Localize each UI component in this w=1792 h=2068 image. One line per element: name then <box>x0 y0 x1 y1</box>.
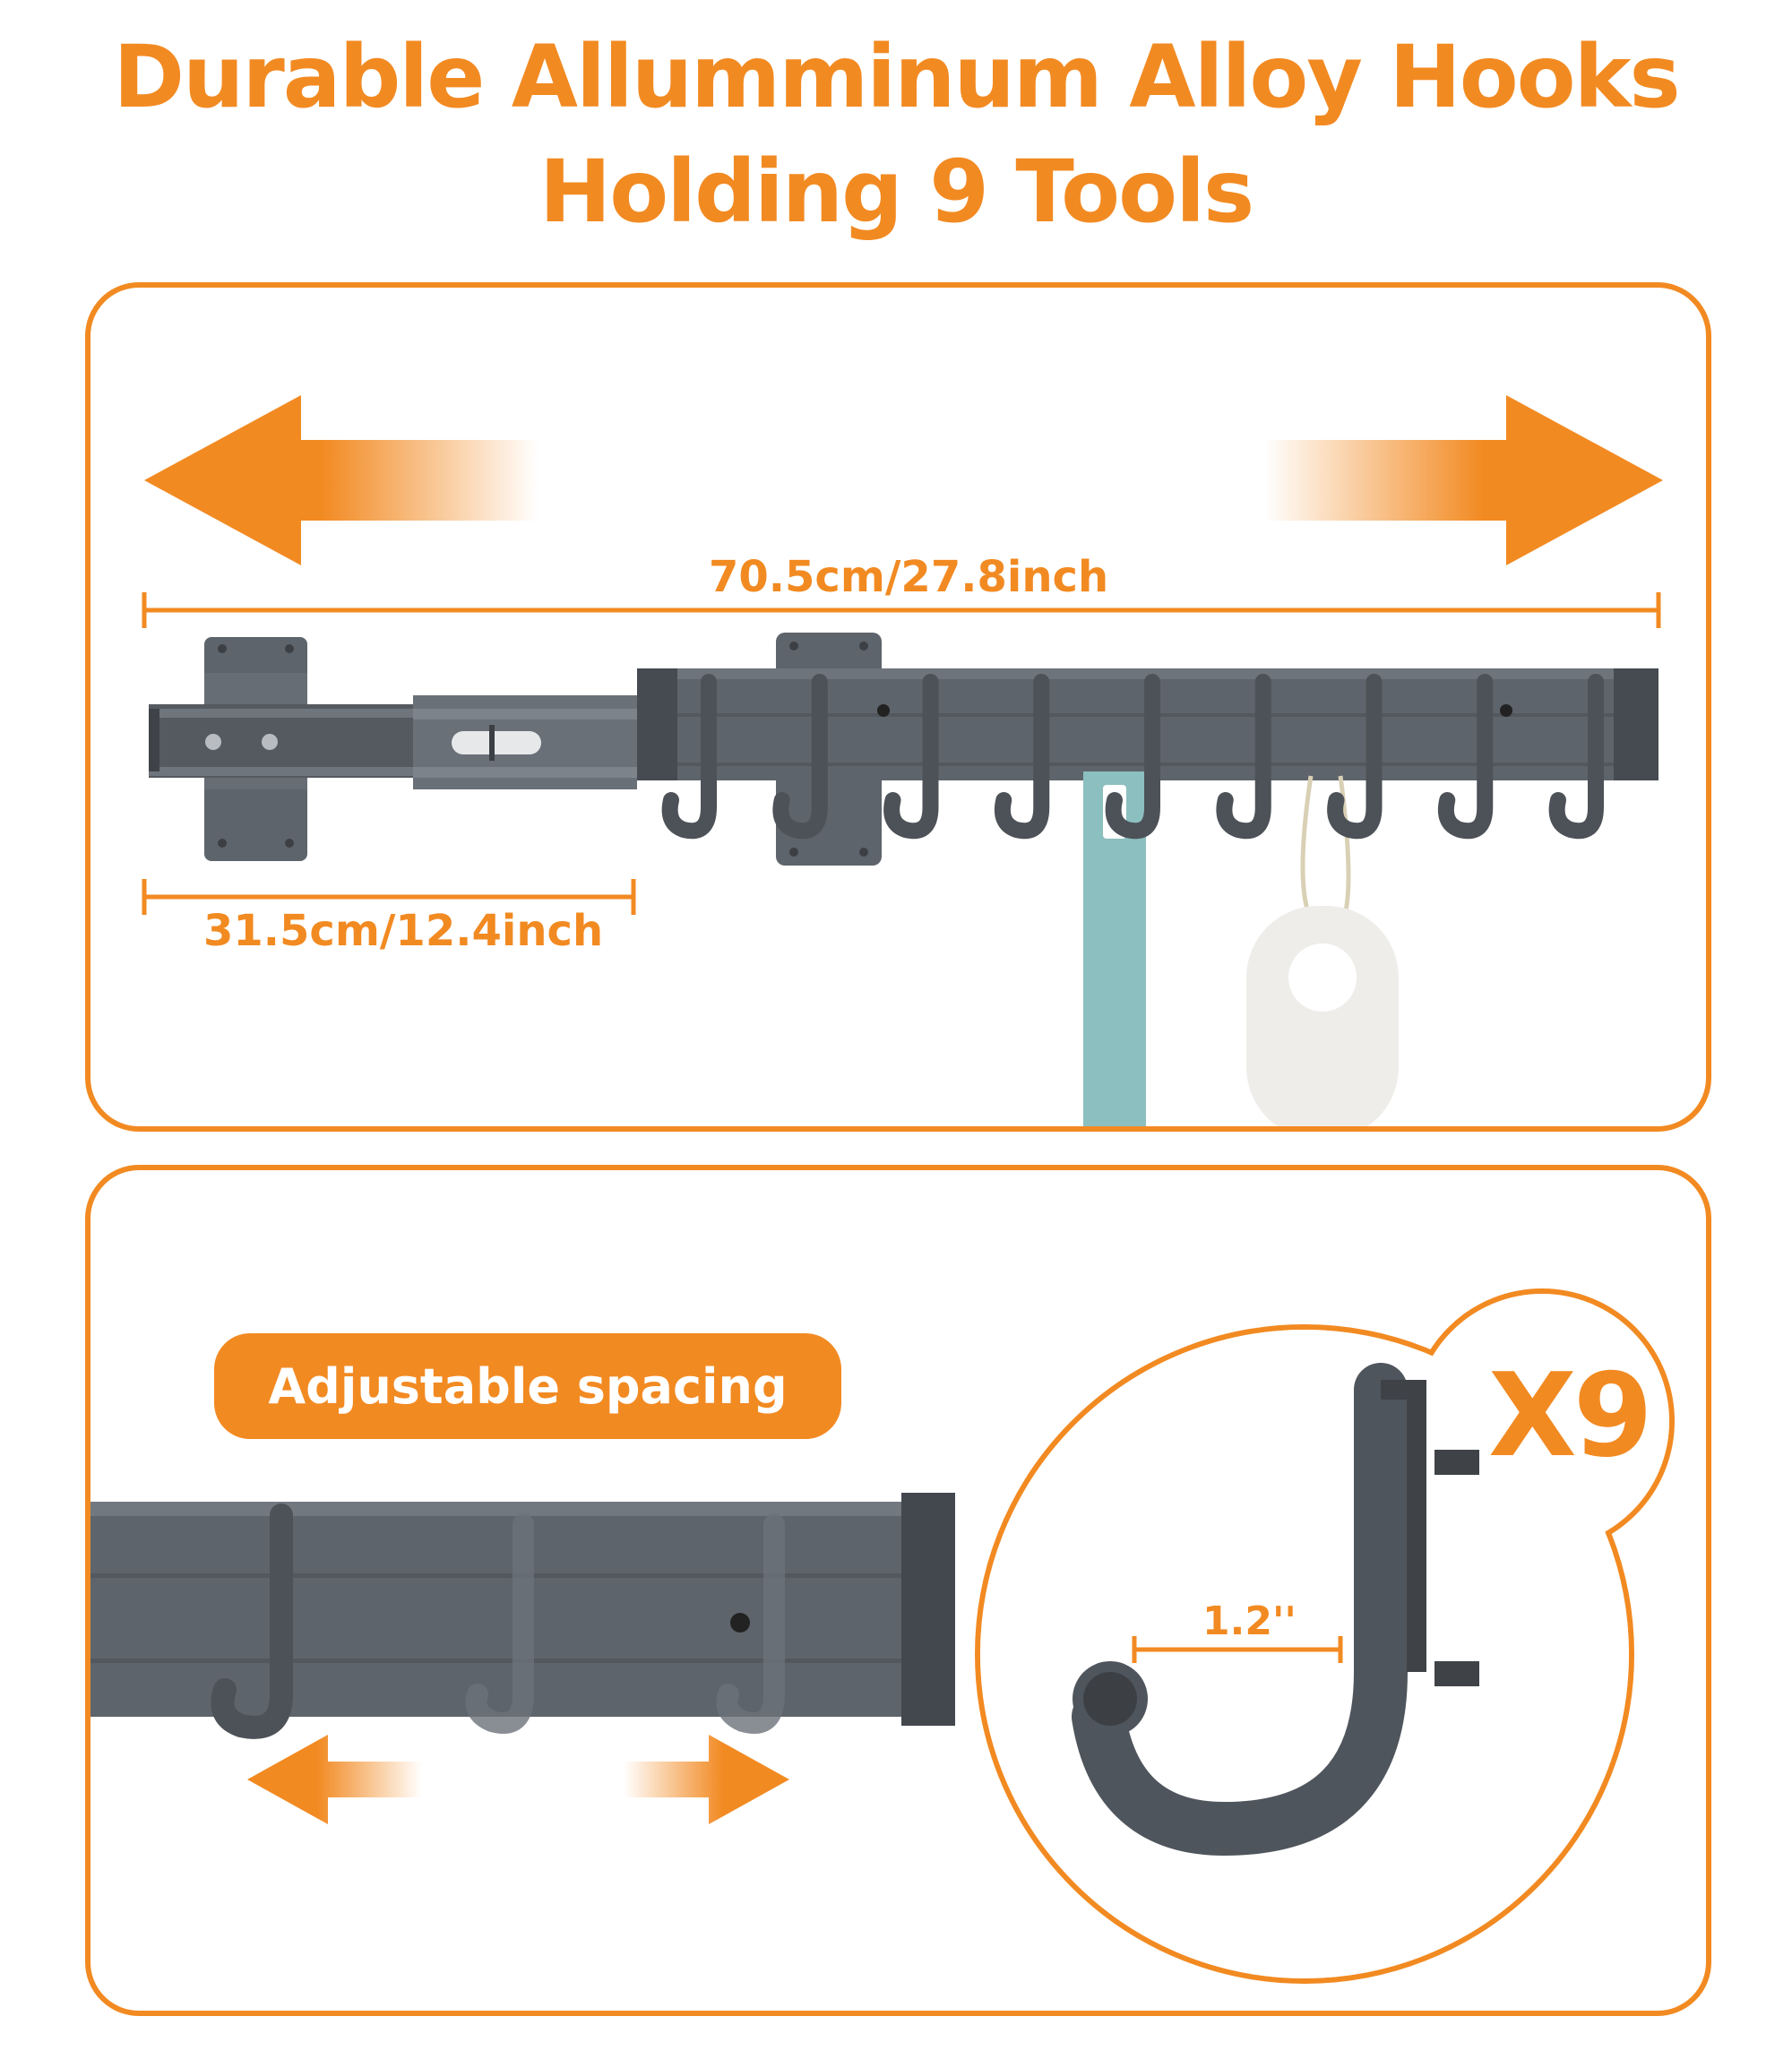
total-length-label: 70.5cm/27.8inch <box>709 552 1109 602</box>
rail-hook <box>661 674 717 840</box>
hook-width-dimension-line <box>1132 1636 1343 1663</box>
hook-width-label: 1.2'' <box>1202 1598 1297 1644</box>
detail-panel: Adjustable spacing X9 1.2'' <box>85 1165 1711 2016</box>
total-length-dimension-line <box>142 592 1661 628</box>
rail-hook <box>994 674 1050 840</box>
left-arrow-icon <box>247 1735 422 1824</box>
adjustable-spacing-pill: Adjustable spacing <box>214 1333 841 1439</box>
rail-hook <box>1437 674 1494 840</box>
rail-hook <box>772 674 828 840</box>
page-title-line-2: Holding 9 Tools <box>538 142 1254 242</box>
rail-hook <box>1105 674 1160 840</box>
page-title-line-1: Durable Allumminum Alloy Hooks <box>113 27 1680 127</box>
collapsed-length-label: 31.5cm/12.4inch <box>203 906 604 956</box>
detail-illustration <box>90 1288 1675 1984</box>
extension-panel: 70.5cm/27.8inch 31.5cm/12.4inch <box>85 282 1711 1132</box>
extension-illustration <box>142 395 1663 1126</box>
rail-hook <box>883 674 939 840</box>
right-arrow-icon <box>624 1735 789 1824</box>
rail-section-hooks <box>211 1504 785 1739</box>
hook-icon <box>1072 1363 1479 1857</box>
rail-hooks <box>661 674 1604 840</box>
rail-hook <box>1548 674 1604 840</box>
collapsed-length-dimension-line <box>142 879 636 915</box>
left-arrow-icon <box>144 395 538 565</box>
telescopic-slide <box>149 695 637 789</box>
hanging-tag <box>1246 775 1399 1126</box>
right-arrow-icon <box>1264 395 1663 565</box>
rail-hook <box>1216 674 1271 840</box>
hook-quantity-label: X9 <box>1488 1349 1653 1483</box>
rail-hook <box>1327 674 1383 840</box>
